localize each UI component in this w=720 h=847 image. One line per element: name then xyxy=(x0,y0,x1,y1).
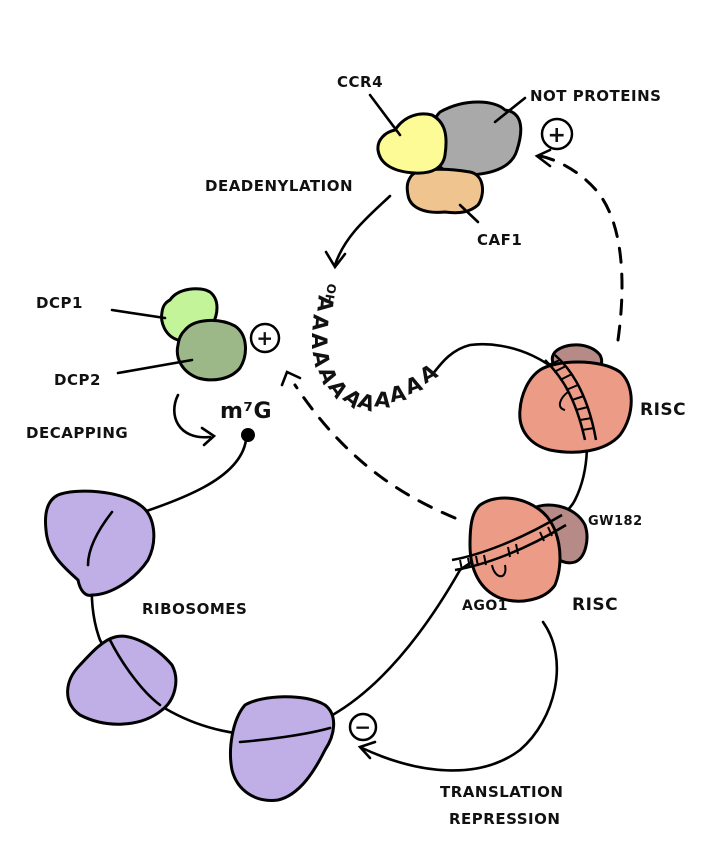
ccr4-not-complex: CCR4 NOT PROTEINS CAF1 xyxy=(337,73,661,249)
translation-repression-arrowhead xyxy=(357,740,377,760)
deadenylation-arrowhead xyxy=(324,250,347,270)
decapping-label: DECAPPING xyxy=(26,424,128,442)
mirna-duplex-top xyxy=(544,354,598,441)
ribosome-3 xyxy=(229,695,336,802)
risc-to-ccr4-dashed-arrow xyxy=(538,154,624,342)
negative-regulation-sign: − xyxy=(348,712,378,742)
decapping-complex: DCP1 DCP2 xyxy=(36,287,247,389)
risc-to-ccr4-arrowhead xyxy=(534,148,552,168)
ribosomes-group: RIBOSOMES xyxy=(44,489,336,802)
ccr4-blob xyxy=(376,112,448,175)
ribosome-2-groove xyxy=(108,638,162,707)
svg-text:+: + xyxy=(256,326,273,350)
mirna-duplex-bottom xyxy=(451,513,567,578)
deadenylation-arrow xyxy=(333,194,392,267)
ccr4-label: CCR4 xyxy=(337,73,383,91)
decapping-arrowhead xyxy=(200,426,217,447)
translation-repression-arrow xyxy=(360,620,559,772)
poly-a-nucleotide: A xyxy=(373,387,392,412)
not-proteins-leader xyxy=(493,96,527,124)
oh-3prime-label: OH xyxy=(321,282,338,305)
dcp2-blob xyxy=(175,319,247,382)
ribosome-1 xyxy=(44,489,156,597)
gw182-label: GW182 xyxy=(588,514,643,529)
poly-a-nucleotide: A xyxy=(307,313,332,332)
caf1-leader xyxy=(458,203,480,224)
ribosome-2 xyxy=(66,634,178,726)
cap-dot xyxy=(241,428,255,442)
poly-a-nucleotide: A xyxy=(307,333,331,350)
risc-complex-bottom: GW182 AGO1 RISC xyxy=(451,496,643,615)
ccr4-leader xyxy=(368,93,402,137)
positive-regulation-sign-dcp: + xyxy=(249,322,281,354)
risc-bottom-label: RISC xyxy=(572,595,618,615)
translation-label: TRANSLATION xyxy=(440,783,563,801)
repression-label: REPRESSION xyxy=(449,810,560,828)
svg-text:−: − xyxy=(354,715,371,739)
caf1-blob xyxy=(405,167,484,215)
risc-complex-top: RISC xyxy=(518,343,686,454)
caf1-label: CAF1 xyxy=(477,231,522,249)
m7g-cap-label: m⁷G xyxy=(220,399,272,424)
ribosome-3-groove xyxy=(238,726,332,744)
ribosomes-label: RIBOSOMES xyxy=(142,600,247,618)
deadenylation-label: DEADENYLATION xyxy=(205,177,353,195)
ago1-label: AGO1 xyxy=(462,598,508,614)
decapping-arrow xyxy=(173,393,212,439)
ribosome-1-groove xyxy=(86,510,114,567)
not-proteins-label: NOT PROTEINS xyxy=(530,87,661,105)
risc-top-label: RISC xyxy=(640,400,686,420)
dcp1-label: DCP1 xyxy=(36,294,83,312)
poly-a-nucleotide: A xyxy=(308,349,335,370)
risc-to-cap-arrowhead xyxy=(280,370,302,387)
svg-text:+: + xyxy=(548,123,567,148)
ago1-blob-bottom xyxy=(468,496,562,603)
dcp2-leader xyxy=(116,358,194,375)
positive-regulation-sign-top: + xyxy=(540,117,574,151)
dcp1-leader xyxy=(110,308,167,320)
dcp2-label: DCP2 xyxy=(54,371,101,389)
poly-a-nucleotide: A xyxy=(388,381,409,408)
poly-a-nucleotide: A xyxy=(312,294,337,313)
